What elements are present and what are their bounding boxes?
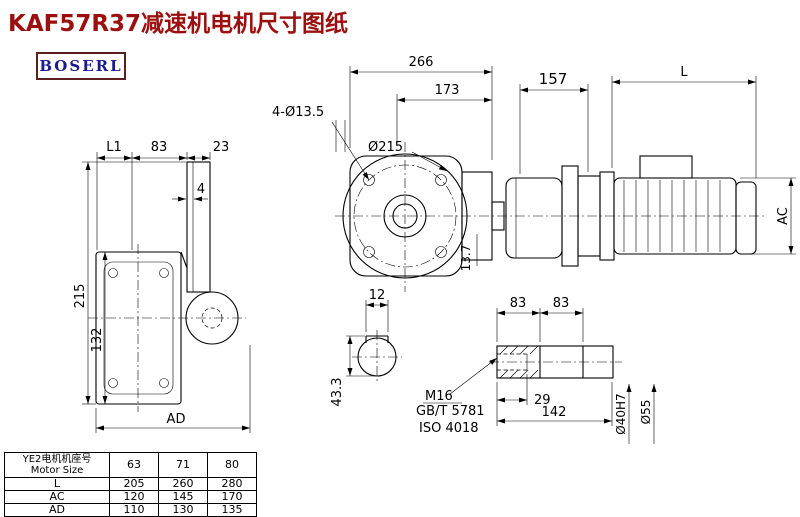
dim-132-label: 132 (90, 328, 105, 353)
table-cell: 145 (158, 490, 208, 504)
table-header-motor-size: YE2电机机座号 Motor Size (4, 452, 110, 478)
table-cell: 280 (207, 477, 257, 491)
table-cell: 110 (109, 503, 159, 517)
table-row-AC: AC 120 145 170 (4, 490, 257, 504)
dim-4-label: 4 (197, 182, 205, 197)
dim-83a-label: 83 (510, 296, 527, 311)
keyway-section-view: 12 43.3 (330, 288, 402, 406)
dim-215-label: 215 (73, 284, 88, 309)
row-label-AC: AC (4, 490, 110, 504)
table-row-L: L 205 260 280 (4, 477, 257, 491)
dim-L1-label: L1 (106, 140, 122, 155)
row-label-AD: AD (4, 503, 110, 517)
dim-23-label: 23 (213, 140, 230, 155)
dim-157-label: 157 (539, 70, 568, 88)
dim-43-3-label: 43.3 (330, 378, 345, 407)
bolt-holes-label: 4-Ø13.5 (272, 105, 324, 120)
table-header-size-80: 80 (207, 452, 257, 478)
brand-logo: BOSERL (36, 52, 126, 80)
shaft-detail-view: 83 83 29 142 Ø40H7 Ø55 M16 GB/T 5781 ISO… (416, 296, 657, 444)
flange-dia-label: Ø215 (368, 140, 403, 155)
standard-gb-label: GB/T 5781 (416, 404, 485, 419)
dim-266-label: 266 (409, 55, 434, 70)
dim-83b-label: 83 (553, 296, 570, 311)
side-view: 157 L AC (505, 65, 796, 267)
table-header-row: YE2电机机座号 Motor Size 63 71 80 (4, 452, 257, 478)
standard-iso-label: ISO 4018 (419, 421, 479, 436)
thread-m16-label: M16 (425, 389, 453, 404)
table-cell: 135 (207, 503, 257, 517)
table-row-AD: AD 110 130 135 (4, 503, 257, 517)
header-en: Motor Size (30, 465, 84, 476)
dim-29-label: 29 (534, 393, 551, 408)
row-label-L: L (4, 477, 110, 491)
table-header-size-63: 63 (109, 452, 159, 478)
table-cell: 170 (207, 490, 257, 504)
dim-12-label: 12 (369, 288, 386, 303)
table-cell: 260 (158, 477, 208, 491)
table-header-size-71: 71 (158, 452, 208, 478)
motor-size-table: YE2电机机座号 Motor Size 63 71 80 L 205 260 2… (4, 452, 257, 517)
dim-13-7-label: 13.7 (459, 245, 473, 272)
dim-83-label: 83 (151, 140, 168, 155)
table-cell: 120 (109, 490, 159, 504)
dim-AC-label: AC (776, 207, 791, 225)
dim-d55-label: Ø55 (639, 400, 653, 425)
page-title: KAF57R37减速机电机尺寸图纸 (8, 11, 349, 37)
table-cell: 205 (109, 477, 159, 491)
table-cell: 130 (158, 503, 208, 517)
dim-173-label: 173 (435, 83, 460, 98)
dim-d40H7-label: Ø40H7 (614, 393, 628, 434)
brand-logo-text: BOSERL (39, 57, 123, 75)
header-cn: YE2电机机座号 (22, 454, 92, 465)
dim-L-label: L (680, 65, 688, 80)
front-view: 266 173 4-Ø13.5 Ø215 13.7 (272, 55, 505, 292)
dim-142-label: 142 (542, 405, 567, 420)
dim-AD-label: AD (167, 412, 186, 427)
left-view: L1 83 23 4 215 132 AD (73, 140, 251, 433)
